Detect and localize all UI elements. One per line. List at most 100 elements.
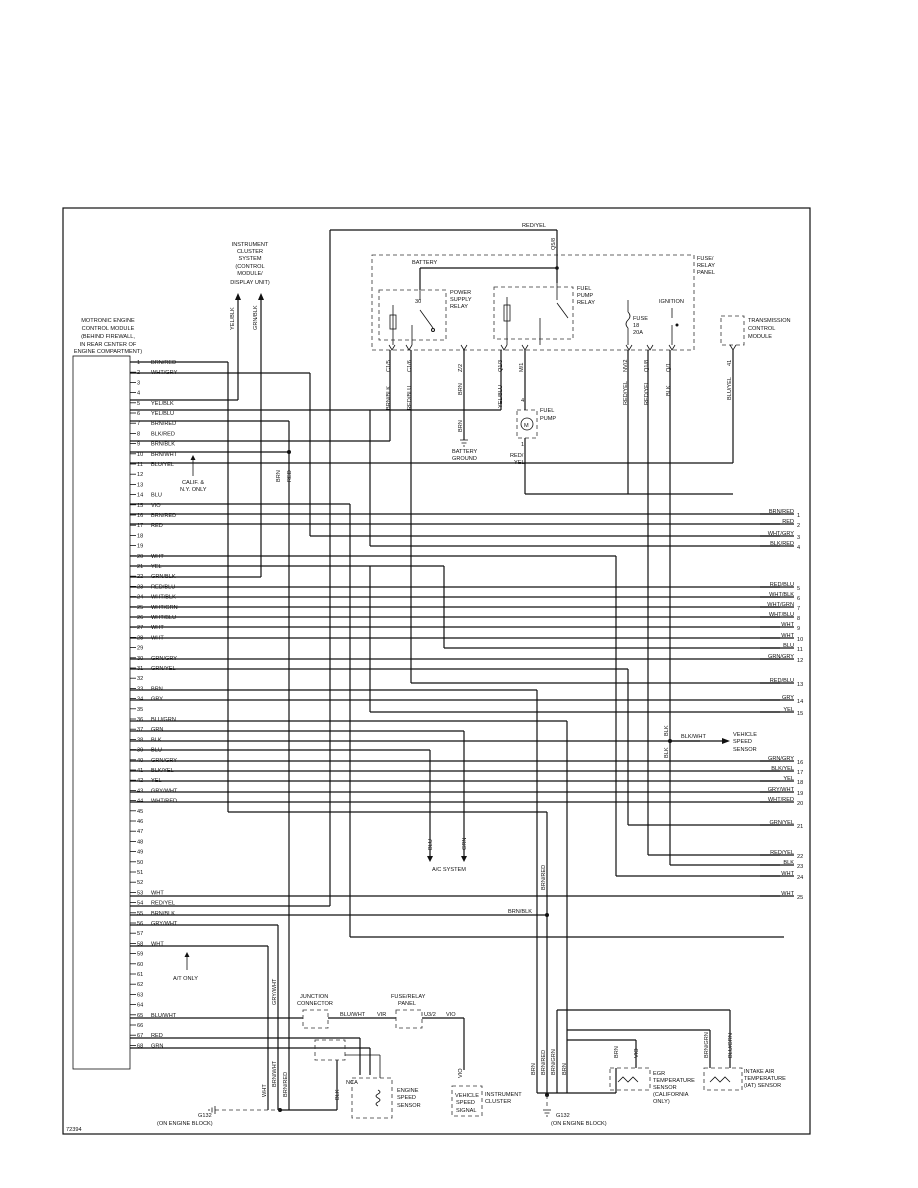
right-conn-number: 4 <box>797 545 800 551</box>
right-conn-wire: WHT <box>781 633 794 639</box>
ecm-pin-number: 18 <box>137 533 143 539</box>
right-conn-number: 13 <box>797 682 803 688</box>
right-conn-wire: RED/YEL <box>770 850 794 856</box>
right-conn-wire: BRN/RED <box>769 509 794 515</box>
ground-mid: G132 (ON ENGINE BLOCK) BRN BRN/RED BRN/G… <box>531 1049 607 1127</box>
ic-wire-1: YEL/BLK <box>230 307 236 330</box>
ecm-pin-wire: VIO <box>151 503 161 509</box>
ecm-pin-number: 21 <box>137 564 143 570</box>
right-conn-wire: RED <box>782 519 794 525</box>
ecm-pin-number: 47 <box>137 829 143 835</box>
frp-top-pin: Q5/8 <box>551 238 557 250</box>
right-conn-wire: WHT/GRY <box>768 531 795 537</box>
ecm-pin-number: 19 <box>137 544 143 550</box>
ecm-pin-number: 1 <box>137 360 140 366</box>
fuse-1: 18 <box>633 323 639 329</box>
ecm-pin-number: 7 <box>137 421 140 427</box>
ecm-pin-number: 4 <box>137 391 140 397</box>
ecm-pin-number: 55 <box>137 911 143 917</box>
ecm-pin-number: 48 <box>137 839 143 845</box>
ecm-pin-wire: BRN/BLK <box>151 911 175 917</box>
right-connector-list: BRN/RED1RED2WHT/GRY3BLK/RED4RED/BLU5WHT/… <box>760 509 803 901</box>
frp-line-0: FUSE/ <box>697 256 714 262</box>
right-conn-wire: GRN/YEL <box>769 820 794 826</box>
egr-4: ONLY) <box>653 1099 670 1105</box>
frp2-pin: U3/2 <box>424 1012 436 1018</box>
calif-note: CALIF. & N.Y. ONLY <box>180 455 207 493</box>
figure-id: 72394 <box>66 1127 82 1133</box>
ic2-0: INSTRUMENT <box>485 1092 522 1098</box>
vss-w2: BLK <box>664 747 670 758</box>
right-conn-wire: BLU <box>783 643 794 649</box>
ecm-pin-wire: YEL <box>151 564 162 570</box>
right-conn-wire: YEL <box>783 776 794 782</box>
right-conn-number: 25 <box>797 895 803 901</box>
frp-pin-6: NV/2 <box>623 360 629 372</box>
ic-line-3: (CONTROL <box>235 264 264 270</box>
right-conn-wire: GRN/GRY <box>768 756 794 762</box>
gl-w1: GRY/WHT <box>272 978 278 1005</box>
mid-red: RED <box>287 470 293 482</box>
motor-icon: M <box>524 423 529 429</box>
vsg-0: VEHICLE <box>455 1093 479 1099</box>
ecm-pin-number: 56 <box>137 921 143 927</box>
gl-loc: (ON ENGINE BLOCK) <box>157 1121 213 1127</box>
ecm-pin-wire: BRN/RED <box>151 421 176 427</box>
ic-line-1: CLUSTER <box>237 249 263 255</box>
tcm-0: TRANSMISSION <box>748 318 791 324</box>
calif-1: N.Y. ONLY <box>180 487 207 493</box>
ac-w2: GRN <box>462 838 468 850</box>
calif-0: CALIF. & <box>182 480 204 486</box>
fuse-2: 20A <box>633 330 643 336</box>
ecm-pin-number: 66 <box>137 1023 143 1029</box>
frp-wire-1: RED/BLU <box>407 386 413 410</box>
frp-wire-0: BRN/BLK <box>386 386 392 410</box>
right-conn-wire: BLK/RED <box>770 541 794 547</box>
ess-2: SENSOR <box>397 1103 421 1109</box>
ic2-1: CLUSTER <box>485 1099 511 1105</box>
right-conn-number: 16 <box>797 760 803 766</box>
ecm-pin-number: 65 <box>137 1013 143 1019</box>
gm-w1: BRN <box>531 1063 537 1075</box>
ecm-pin-wire: YEL/BLK <box>151 401 174 407</box>
vss-1: SPEED <box>733 739 752 745</box>
ecm-pin-number: 15 <box>137 503 143 509</box>
fp-wire-out-0: RED/ <box>510 453 524 459</box>
ecm-pin-wire: WHT <box>151 554 164 560</box>
ecm-pin-wire: WHT <box>151 890 164 896</box>
bg-wire: BRN <box>458 420 464 432</box>
right-conn-number: 24 <box>797 875 803 881</box>
ecm-pin-wire: BRN/RED <box>151 360 176 366</box>
ecm-pin-number: 45 <box>137 809 143 815</box>
psr-pin-30: 30 <box>415 299 421 305</box>
at-only: A/T ONLY <box>173 976 198 982</box>
ecm-pin-number: 51 <box>137 870 143 876</box>
fpr-2: RELAY <box>577 300 595 306</box>
frp-pin-5: M/1 <box>519 363 525 372</box>
mid-brn: BRN <box>276 470 282 482</box>
fuse-panel-outline <box>371 254 695 351</box>
ecm-pin-number: 60 <box>137 962 143 968</box>
right-conn-number: 18 <box>797 780 803 786</box>
ecm-label-3: IN REAR CENTER OF <box>80 342 137 348</box>
right-conn-wire: GRY <box>782 695 794 701</box>
ecm-pin-wire: BRN/WHT <box>151 452 178 458</box>
right-conn-wire: BLK/YEL <box>771 766 794 772</box>
right-conn-number: 2 <box>797 523 800 529</box>
right-conn-number: 15 <box>797 711 803 717</box>
brn-blk-label: BRN/BLK <box>508 909 532 915</box>
right-conn-wire: WHT <box>781 622 794 628</box>
ignition-label: IGNITION <box>659 299 684 305</box>
ecm-pin-wire: BRN/RED <box>151 513 176 519</box>
ecm-pin-number: 9 <box>137 442 140 448</box>
transmission-control-module: TRANSMISSION CONTROL MODULE 41 BLU/YEL <box>720 315 791 463</box>
ess-1: SPEED <box>397 1095 416 1101</box>
vsg-2: SIGNAL <box>456 1108 477 1114</box>
ess-0: ENGINE <box>397 1088 419 1094</box>
ess-nca: NCA <box>346 1080 358 1086</box>
ecm-pin-number: 58 <box>137 941 143 947</box>
ecm-pin-number: 57 <box>137 931 143 937</box>
ecm-pin-number: 13 <box>137 482 143 488</box>
gm-loc: (ON ENGINE BLOCK) <box>551 1121 607 1127</box>
right-conn-wire: YEL <box>783 707 794 713</box>
